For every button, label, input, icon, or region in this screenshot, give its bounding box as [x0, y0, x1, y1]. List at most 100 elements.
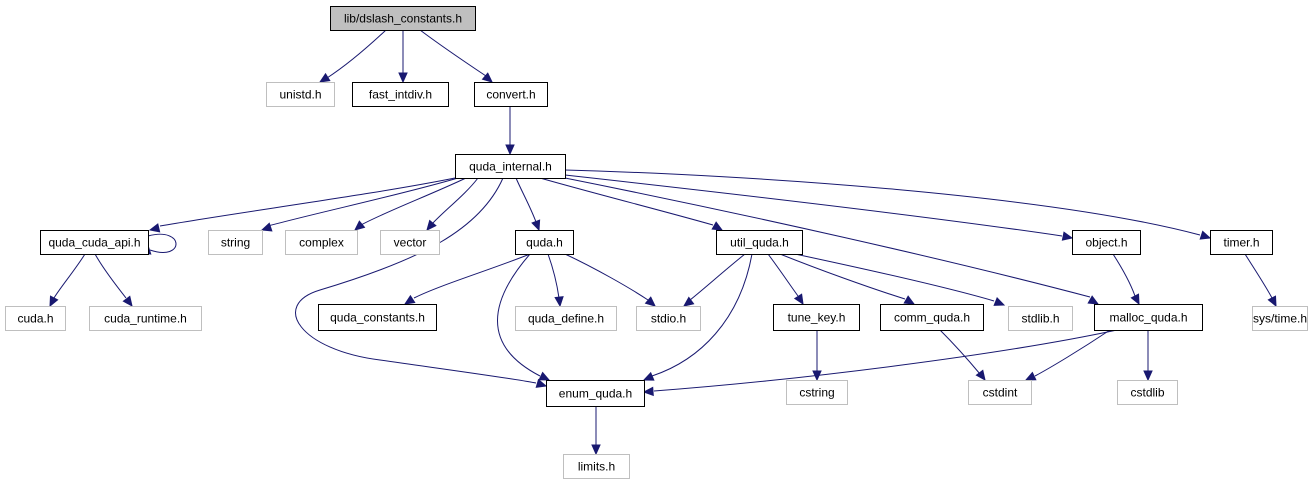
edge-line: [1034, 329, 1111, 377]
node-quda-cuda-api[interactable]: quda_cuda_api.h: [40, 230, 149, 255]
node-dslash-constants[interactable]: lib/dslash_constants.h: [330, 6, 476, 31]
node-box: [515, 306, 617, 331]
arrowhead: [148, 223, 161, 233]
node-label: cuda_runtime.h: [104, 312, 187, 326]
edge-quda_internal-to-util_quda: [539, 177, 724, 231]
edge-malloc_quda-to-enum_quda: [642, 329, 1118, 397]
node-quda-internal[interactable]: quda_internal.h: [455, 154, 566, 179]
arrowhead: [642, 371, 655, 381]
edge-quda_cuda_api-to-cuda: [49, 253, 86, 308]
arrowhead: [403, 294, 416, 305]
node-box: [208, 230, 263, 255]
node-box: [330, 6, 476, 31]
edge-util_quda-to-comm_quda: [779, 253, 916, 305]
edge-line: [547, 253, 560, 299]
edge-line: [779, 253, 906, 300]
node-fast-intdiv[interactable]: fast_intdiv.h: [352, 82, 449, 107]
node-tune-key[interactable]: tune_key.h: [773, 304, 860, 331]
edge-malloc_quda-to-cstdint: [1024, 329, 1111, 381]
arrowhead: [683, 296, 695, 307]
node-label: quda_define.h: [528, 312, 604, 326]
node-box: [1072, 230, 1141, 255]
node-enum-quda[interactable]: enum_quda.h: [546, 380, 645, 407]
edge-line: [653, 329, 1118, 392]
arrowhead: [535, 378, 548, 388]
edge-line: [794, 253, 995, 302]
arrowhead: [1130, 293, 1140, 306]
node-util-quda[interactable]: util_quda.h: [716, 230, 803, 255]
edge-comm_quda-to-cstdint: [939, 329, 986, 381]
arrowhead: [975, 369, 986, 381]
node-quda[interactable]: quda.h: [515, 230, 574, 255]
edge-line: [431, 177, 479, 225]
node-convert[interactable]: convert.h: [474, 82, 548, 107]
node-label: cstring: [799, 386, 834, 400]
arrowhead: [554, 296, 564, 308]
node-box: [352, 82, 449, 107]
node-box: [515, 230, 574, 255]
node-box: [786, 380, 848, 405]
edges-layer: [49, 29, 1277, 456]
node-box: [1252, 306, 1308, 331]
edge-quda_internal-to-timer: [564, 169, 1212, 240]
edge-malloc_quda-to-cstdlib: [1143, 330, 1153, 382]
edge-line: [515, 177, 537, 223]
node-label: cuda.h: [17, 312, 53, 326]
node-box: [5, 306, 66, 331]
node-label: complex: [299, 236, 344, 250]
node-object[interactable]: object.h: [1072, 230, 1141, 255]
edge-convert-to-quda_internal: [505, 106, 515, 156]
edge-dslash_constants-to-convert: [419, 29, 493, 83]
node-label: stdlib.h: [1021, 312, 1059, 326]
arrowhead: [1267, 295, 1277, 308]
arrowhead: [426, 219, 437, 231]
node-box: [716, 230, 803, 255]
node-label: cstdint: [983, 386, 1018, 400]
node-box: [1008, 306, 1073, 331]
edge-line: [326, 29, 387, 79]
node-label: timer.h: [1223, 236, 1259, 250]
edge-line: [53, 253, 86, 299]
arrowhead: [398, 72, 408, 84]
edge-line: [939, 329, 981, 375]
arrowhead: [644, 296, 656, 307]
node-cstring: cstring: [786, 380, 848, 405]
node-box: [773, 304, 860, 331]
arrowhead: [318, 72, 331, 83]
node-stdlib-h: stdlib.h: [1008, 306, 1073, 331]
node-box: [968, 380, 1032, 405]
edge-line: [413, 253, 531, 299]
arrowhead: [260, 222, 273, 232]
edge-line: [651, 253, 753, 377]
node-label: tune_key.h: [788, 311, 846, 325]
arrowhead: [903, 295, 916, 305]
node-box: [285, 230, 358, 255]
node-label: sys/time.h: [1253, 312, 1307, 326]
node-string: string: [208, 230, 263, 255]
node-label: fast_intdiv.h: [369, 88, 432, 102]
arrowhead: [354, 220, 366, 231]
node-box: [266, 82, 335, 107]
node-box: [1210, 230, 1273, 255]
arrowhead: [993, 297, 1006, 306]
edge-line: [147, 233, 177, 253]
edge-quda_internal-to-object: [564, 174, 1074, 241]
node-timer[interactable]: timer.h: [1210, 230, 1273, 255]
node-quda-define: quda_define.h: [515, 306, 617, 331]
node-label: quda_cuda_api.h: [48, 236, 140, 250]
arrowhead: [711, 221, 724, 231]
node-box: [1094, 304, 1203, 331]
arrowhead: [1087, 295, 1100, 305]
edge-timer-to-sys_time: [1244, 253, 1277, 308]
node-comm-quda[interactable]: comm_quda.h: [880, 304, 984, 331]
node-box: [1117, 380, 1178, 405]
node-vector: vector: [380, 230, 440, 255]
node-malloc-quda[interactable]: malloc_quda.h: [1094, 304, 1203, 331]
edge-quda_internal-to-quda: [515, 177, 541, 232]
node-quda-constants[interactable]: quda_constants.h: [318, 304, 437, 331]
node-label: convert.h: [486, 88, 535, 102]
arrowhead: [1199, 230, 1212, 240]
node-box: [636, 306, 701, 331]
node-label: quda_constants.h: [330, 311, 425, 325]
edge-util_quda-to-stdlib_h: [794, 253, 1006, 306]
